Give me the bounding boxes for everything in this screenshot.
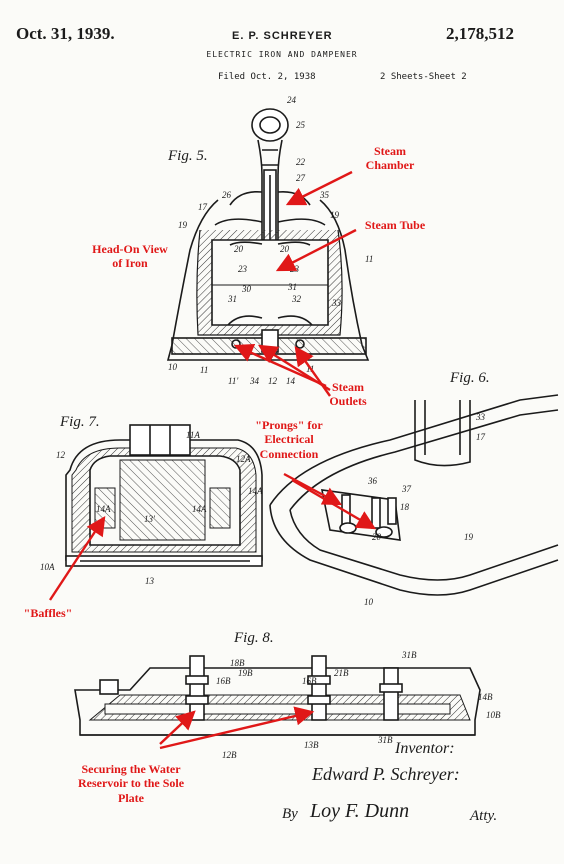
svg-text:18B: 18B bbox=[230, 658, 245, 668]
annotation-steam-chamber: Steam Chamber bbox=[365, 144, 415, 173]
svg-text:14A: 14A bbox=[192, 504, 207, 514]
annotation-prongs: "Prongs" for Electrical Connection bbox=[255, 418, 323, 461]
svg-text:18: 18 bbox=[400, 502, 410, 512]
svg-text:25: 25 bbox=[296, 120, 306, 130]
patent-subtitle: ELECTRIC IRON AND DAMPENER bbox=[206, 50, 358, 59]
fig8-label: Fig. 8. bbox=[234, 630, 274, 646]
fig5-drawing bbox=[166, 108, 370, 361]
attorney-signature: Loy F. Dunn bbox=[310, 800, 410, 822]
svg-text:14A: 14A bbox=[96, 504, 111, 514]
svg-text:22: 22 bbox=[296, 157, 306, 167]
svg-text:11: 11 bbox=[365, 254, 373, 264]
svg-text:11': 11' bbox=[228, 376, 239, 386]
svg-text:12: 12 bbox=[56, 450, 66, 460]
sheet-number: 2 Sheets-Sheet 2 bbox=[380, 72, 467, 82]
svg-text:13': 13' bbox=[144, 514, 156, 524]
patent-number: 2,178,512 bbox=[446, 24, 514, 43]
svg-text:24: 24 bbox=[287, 95, 297, 105]
annotation-steam-tube: Steam Tube bbox=[364, 218, 426, 232]
annotation-steam-outlets: Steam Outlets bbox=[329, 380, 367, 409]
svg-text:19: 19 bbox=[330, 210, 340, 220]
svg-text:21B: 21B bbox=[334, 668, 349, 678]
svg-text:10: 10 bbox=[364, 597, 374, 607]
fig6-drawing bbox=[269, 394, 559, 596]
svg-text:11: 11 bbox=[200, 365, 208, 375]
svg-text:12B: 12B bbox=[222, 750, 237, 760]
svg-text:20: 20 bbox=[280, 244, 290, 254]
inventor-name: E. P. SCHREYER bbox=[232, 30, 333, 42]
svg-text:10: 10 bbox=[168, 362, 178, 372]
svg-text:12A: 12A bbox=[236, 454, 251, 464]
fig7-numerals: 11A 12 12A 14A 14A 14A 13' 10A 13 bbox=[40, 430, 263, 586]
svg-text:20: 20 bbox=[372, 532, 382, 542]
svg-text:31B: 31B bbox=[377, 735, 393, 745]
fig6-label: Fig. 6. bbox=[450, 370, 490, 386]
svg-text:17: 17 bbox=[476, 432, 486, 442]
svg-text:35: 35 bbox=[319, 190, 330, 200]
svg-text:23: 23 bbox=[290, 264, 300, 274]
svg-text:14: 14 bbox=[286, 376, 296, 386]
svg-text:36: 36 bbox=[367, 476, 378, 486]
svg-text:14B: 14B bbox=[478, 692, 493, 702]
fig7-drawing bbox=[65, 424, 263, 567]
svg-text:16B: 16B bbox=[302, 676, 317, 686]
svg-text:13B: 13B bbox=[304, 740, 319, 750]
svg-text:10B: 10B bbox=[486, 710, 501, 720]
fig7-label: Fig. 7. bbox=[60, 414, 100, 430]
svg-text:26: 26 bbox=[222, 190, 232, 200]
svg-text:34: 34 bbox=[249, 376, 260, 386]
annotation-securing-reservoir: Securing the Water Reservoir to the Sole… bbox=[77, 762, 185, 805]
by-label: By bbox=[282, 806, 298, 822]
svg-text:37: 37 bbox=[401, 484, 412, 494]
svg-text:33: 33 bbox=[475, 412, 486, 422]
inventor-signature: Edward P. Schreyer: bbox=[312, 764, 460, 784]
fig6-numerals: 33 17 36 37 18 20 19 10 bbox=[364, 412, 486, 607]
svg-text:19: 19 bbox=[464, 532, 474, 542]
svg-text:33: 33 bbox=[331, 298, 342, 308]
svg-text:17: 17 bbox=[198, 202, 208, 212]
svg-text:11A: 11A bbox=[186, 430, 200, 440]
svg-text:27: 27 bbox=[296, 173, 306, 183]
annotation-head-on-view: Head-On View of Iron bbox=[92, 242, 168, 271]
svg-text:31B: 31B bbox=[401, 650, 417, 660]
attorney-label: Atty. bbox=[470, 808, 498, 824]
svg-text:16B: 16B bbox=[216, 676, 231, 686]
inventor-label: Inventor: bbox=[395, 740, 455, 757]
annotation-arrows bbox=[48, 170, 377, 750]
patent-date: Oct. 31, 1939. bbox=[16, 24, 115, 43]
svg-text:23: 23 bbox=[238, 264, 248, 274]
fig8-drawing bbox=[74, 655, 481, 736]
svg-text:31: 31 bbox=[227, 294, 237, 304]
svg-text:12: 12 bbox=[268, 376, 278, 386]
svg-text:19: 19 bbox=[178, 220, 188, 230]
svg-text:14A: 14A bbox=[248, 486, 263, 496]
annotation-baffles: "Baffles" bbox=[23, 606, 73, 620]
fig5-label: Fig. 5. bbox=[168, 148, 208, 164]
svg-text:20: 20 bbox=[234, 244, 244, 254]
filed-date: Filed Oct. 2, 1938 bbox=[218, 72, 316, 82]
svg-text:19B: 19B bbox=[238, 668, 253, 678]
svg-text:31: 31 bbox=[287, 282, 297, 292]
svg-text:13: 13 bbox=[145, 576, 155, 586]
svg-text:30: 30 bbox=[241, 284, 252, 294]
svg-text:32: 32 bbox=[291, 294, 302, 304]
svg-text:10A: 10A bbox=[40, 562, 55, 572]
